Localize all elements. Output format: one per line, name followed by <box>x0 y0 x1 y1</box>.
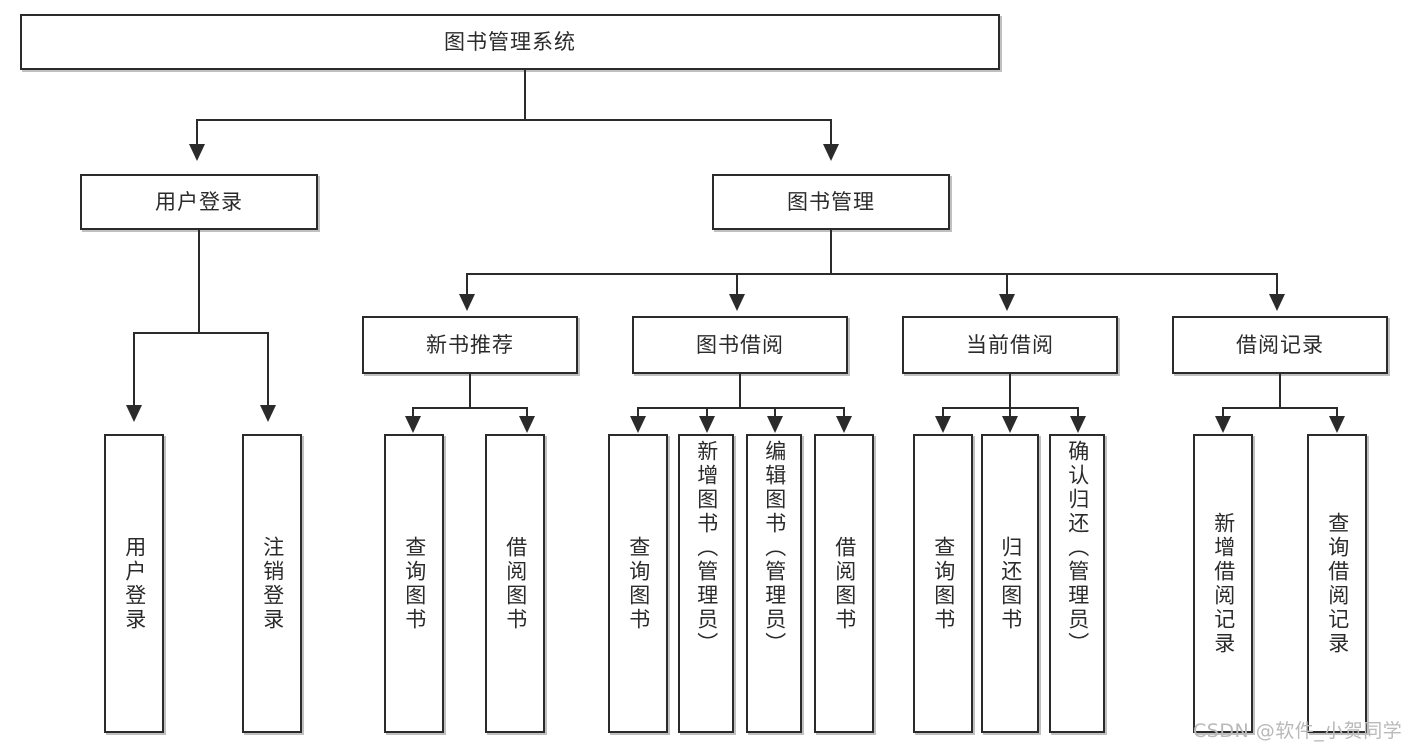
leaf-user-login-logout-label: 注销登录 <box>260 535 285 632</box>
connector-user-login-to-leaf-2 <box>267 332 269 408</box>
connector-current-leaf-1 <box>942 407 944 419</box>
node-current-borrow[interactable]: 当前借阅 <box>902 316 1118 374</box>
leaf-current-query-book-label: 查询图书 <box>931 535 956 632</box>
node-borrow-records[interactable]: 借阅记录 <box>1172 316 1388 374</box>
arrowhead-current-leaf-1 <box>935 416 951 433</box>
connector-book-mgmt-to-new-books <box>466 273 468 297</box>
leaf-records-add-record-label: 新增借阅记录 <box>1211 511 1236 656</box>
connector-user-login-stem <box>198 230 200 333</box>
leaf-current-query-book[interactable]: 查询图书 <box>913 434 973 733</box>
leaf-borrow-edit-book[interactable]: 编辑图书（管理员） <box>746 434 802 733</box>
leaf-borrow-add-book[interactable]: 新增图书（管理员） <box>678 434 734 733</box>
arrowhead-user-login <box>189 144 205 161</box>
node-user-login-label: 用户登录 <box>155 189 243 214</box>
arrowhead-new-books <box>459 294 475 311</box>
connector-book-mgmt-bus <box>466 273 1278 275</box>
node-user-login[interactable]: 用户登录 <box>80 174 318 230</box>
leaf-current-confirm-return-label: 确认归还（管理员） <box>1065 440 1090 656</box>
leaf-records-query-record[interactable]: 查询借阅记录 <box>1307 434 1367 733</box>
node-book-management[interactable]: 图书管理 <box>712 174 950 230</box>
connector-borrow-leaf-2 <box>706 407 708 419</box>
connector-root-stem <box>524 70 526 120</box>
connector-user-login-to-leaf-1 <box>133 332 135 408</box>
connector-borrow-bus <box>637 407 845 409</box>
arrowhead-records <box>1269 294 1285 311</box>
node-book-borrow[interactable]: 图书借阅 <box>632 316 848 374</box>
node-root-label: 图书管理系统 <box>444 29 576 54</box>
connector-records-leaf-2 <box>1336 407 1338 419</box>
connector-new-books-bus <box>412 407 528 409</box>
connector-book-mgmt-to-current <box>1006 273 1008 297</box>
leaf-current-return-book[interactable]: 归还图书 <box>981 434 1039 733</box>
connector-new-books-leaf-2 <box>526 407 528 419</box>
leaf-user-login-logout[interactable]: 注销登录 <box>242 434 302 733</box>
leaf-new-books-borrow[interactable]: 借阅图书 <box>485 434 545 733</box>
leaf-user-login-login-label: 用户登录 <box>122 535 147 632</box>
node-new-book-recommend-label: 新书推荐 <box>426 332 514 357</box>
arrowhead-records-leaf-1 <box>1215 416 1231 433</box>
connector-new-books-stem <box>469 374 471 408</box>
leaf-borrow-query-book-label: 查询图书 <box>626 535 651 632</box>
connector-book-mgmt-to-borrow <box>736 273 738 297</box>
connector-borrow-leaf-4 <box>843 407 845 419</box>
connector-records-stem <box>1279 374 1281 408</box>
node-book-borrow-label: 图书借阅 <box>696 332 784 357</box>
arrowhead-current <box>999 294 1015 311</box>
node-current-borrow-label: 当前借阅 <box>966 332 1054 357</box>
leaf-borrow-edit-book-label: 编辑图书（管理员） <box>762 440 787 656</box>
leaf-borrow-query-book[interactable]: 查询图书 <box>608 434 668 733</box>
arrowhead-new-books-leaf-1 <box>405 416 421 433</box>
arrowhead-borrow <box>729 294 745 311</box>
leaf-records-add-record[interactable]: 新增借阅记录 <box>1193 434 1253 733</box>
connector-root-to-book-mgmt <box>830 119 832 149</box>
node-root[interactable]: 图书管理系统 <box>20 14 1000 70</box>
connector-borrow-leaf-1 <box>637 407 639 419</box>
arrowhead-book-mgmt <box>823 144 839 161</box>
arrowhead-records-leaf-2 <box>1329 416 1345 433</box>
connector-book-mgmt-to-records <box>1276 273 1278 297</box>
arrowhead-borrow-leaf-1 <box>630 416 646 433</box>
arrowhead-current-leaf-2 <box>1002 416 1018 433</box>
arrowhead-borrow-leaf-4 <box>836 416 852 433</box>
connector-book-mgmt-stem <box>830 230 832 274</box>
leaf-records-query-record-label: 查询借阅记录 <box>1325 511 1350 656</box>
arrowhead-user-login-leaf-2 <box>260 405 276 422</box>
node-new-book-recommend[interactable]: 新书推荐 <box>362 316 578 374</box>
leaf-borrow-borrow-book[interactable]: 借阅图书 <box>814 434 874 733</box>
csdn-watermark: CSDN @软件_小贺同学 <box>1193 720 1403 742</box>
connector-records-leaf-1 <box>1222 407 1224 419</box>
arrowhead-borrow-leaf-3 <box>767 416 783 433</box>
arrowhead-new-books-leaf-2 <box>519 416 535 433</box>
connector-current-leaf-3 <box>1077 407 1079 419</box>
connector-current-leaf-2 <box>1009 407 1011 419</box>
node-borrow-records-label: 借阅记录 <box>1236 332 1324 357</box>
connector-root-bus <box>196 119 832 121</box>
connector-new-books-leaf-1 <box>412 407 414 419</box>
connector-records-bus <box>1222 407 1338 409</box>
node-book-management-label: 图书管理 <box>787 189 875 214</box>
connector-borrow-leaf-3 <box>774 407 776 419</box>
connector-root-to-user-login <box>196 119 198 149</box>
connector-borrow-stem <box>739 374 741 408</box>
leaf-new-books-query[interactable]: 查询图书 <box>384 434 444 733</box>
leaf-current-confirm-return[interactable]: 确认归还（管理员） <box>1049 434 1105 733</box>
connector-current-stem <box>1009 374 1011 408</box>
leaf-new-books-query-label: 查询图书 <box>402 535 427 632</box>
leaf-borrow-add-book-label: 新增图书（管理员） <box>694 440 719 656</box>
arrowhead-borrow-leaf-2 <box>699 416 715 433</box>
leaf-user-login-login[interactable]: 用户登录 <box>104 434 164 733</box>
arrowhead-user-login-leaf-1 <box>126 405 142 422</box>
leaf-new-books-borrow-label: 借阅图书 <box>503 535 528 632</box>
leaf-current-return-book-label: 归还图书 <box>998 535 1023 632</box>
arrowhead-current-leaf-3 <box>1070 416 1086 433</box>
connector-user-login-bus <box>133 332 267 334</box>
leaf-borrow-borrow-book-label: 借阅图书 <box>832 535 857 632</box>
